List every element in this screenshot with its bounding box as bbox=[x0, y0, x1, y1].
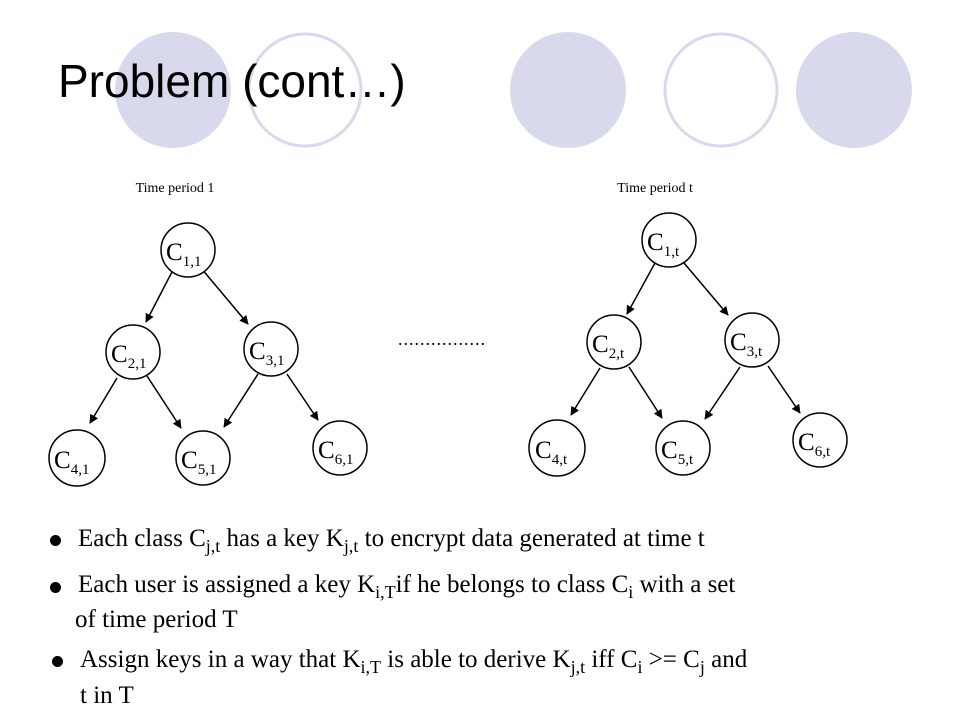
class-node: C3,t bbox=[724, 312, 780, 368]
svg-text:C2,t: C2,t bbox=[592, 331, 625, 362]
svg-text:C4,1: C4,1 bbox=[54, 447, 89, 478]
slide-title: Problem (cont…) bbox=[58, 55, 406, 107]
deco-circle-outline bbox=[247, 32, 363, 148]
edge-arrow bbox=[286, 373, 319, 421]
class-node: C3,1 bbox=[243, 321, 299, 377]
period-t-graph: Time period t C1,t C2,t C3,t C4,t C5,t bbox=[528, 181, 848, 477]
class-node: C1,t bbox=[641, 212, 697, 268]
edge-arrow bbox=[626, 262, 656, 315]
class-node: C2,1 bbox=[105, 324, 161, 380]
class-node: C2,t bbox=[586, 314, 642, 370]
deco-circle-outline bbox=[663, 32, 779, 148]
class-node: C6,t bbox=[792, 412, 848, 468]
edge-arrow bbox=[767, 365, 801, 414]
edge-arrow bbox=[683, 262, 729, 316]
svg-text:C6,t: C6,t bbox=[798, 429, 831, 460]
svg-text:C5,1: C5,1 bbox=[181, 447, 216, 478]
class-node: C4,1 bbox=[48, 429, 106, 487]
edge-arrow bbox=[628, 366, 663, 419]
deco-circle-filled bbox=[510, 32, 626, 148]
svg-text:C1,t: C1,t bbox=[647, 229, 680, 260]
edge-arrow bbox=[145, 267, 175, 323]
deco-circle-filled bbox=[115, 32, 231, 148]
edge-arrow bbox=[89, 377, 118, 424]
class-node: C6,1 bbox=[312, 420, 368, 476]
class-node: C1,1 bbox=[160, 222, 216, 278]
period-label: Time period 1 bbox=[136, 181, 215, 196]
class-node: C4,t bbox=[528, 419, 586, 477]
svg-text:C4,t: C4,t bbox=[535, 437, 568, 468]
deco-circle-filled bbox=[796, 32, 912, 148]
edge-arrow bbox=[570, 367, 601, 416]
svg-text:C6,1: C6,1 bbox=[318, 437, 353, 468]
period-separator: ................ bbox=[398, 329, 486, 349]
edge-arrow bbox=[223, 373, 259, 428]
period-label: Time period t bbox=[617, 181, 693, 196]
svg-text:C3,t: C3,t bbox=[730, 329, 763, 360]
class-node: C5,t bbox=[655, 420, 711, 476]
svg-text:C5,t: C5,t bbox=[661, 437, 694, 468]
svg-text:C3,1: C3,1 bbox=[249, 338, 284, 369]
edge-arrow bbox=[704, 366, 741, 420]
period-1-graph: Time period 1 C1,1 C2,1 C3,1 C4,1 C5,1 bbox=[48, 181, 368, 487]
class-node: C5,1 bbox=[175, 430, 231, 486]
edge-arrow bbox=[200, 267, 249, 325]
svg-text:C2,1: C2,1 bbox=[111, 341, 146, 372]
edge-arrow bbox=[146, 375, 182, 429]
svg-text:C1,1: C1,1 bbox=[166, 239, 201, 270]
